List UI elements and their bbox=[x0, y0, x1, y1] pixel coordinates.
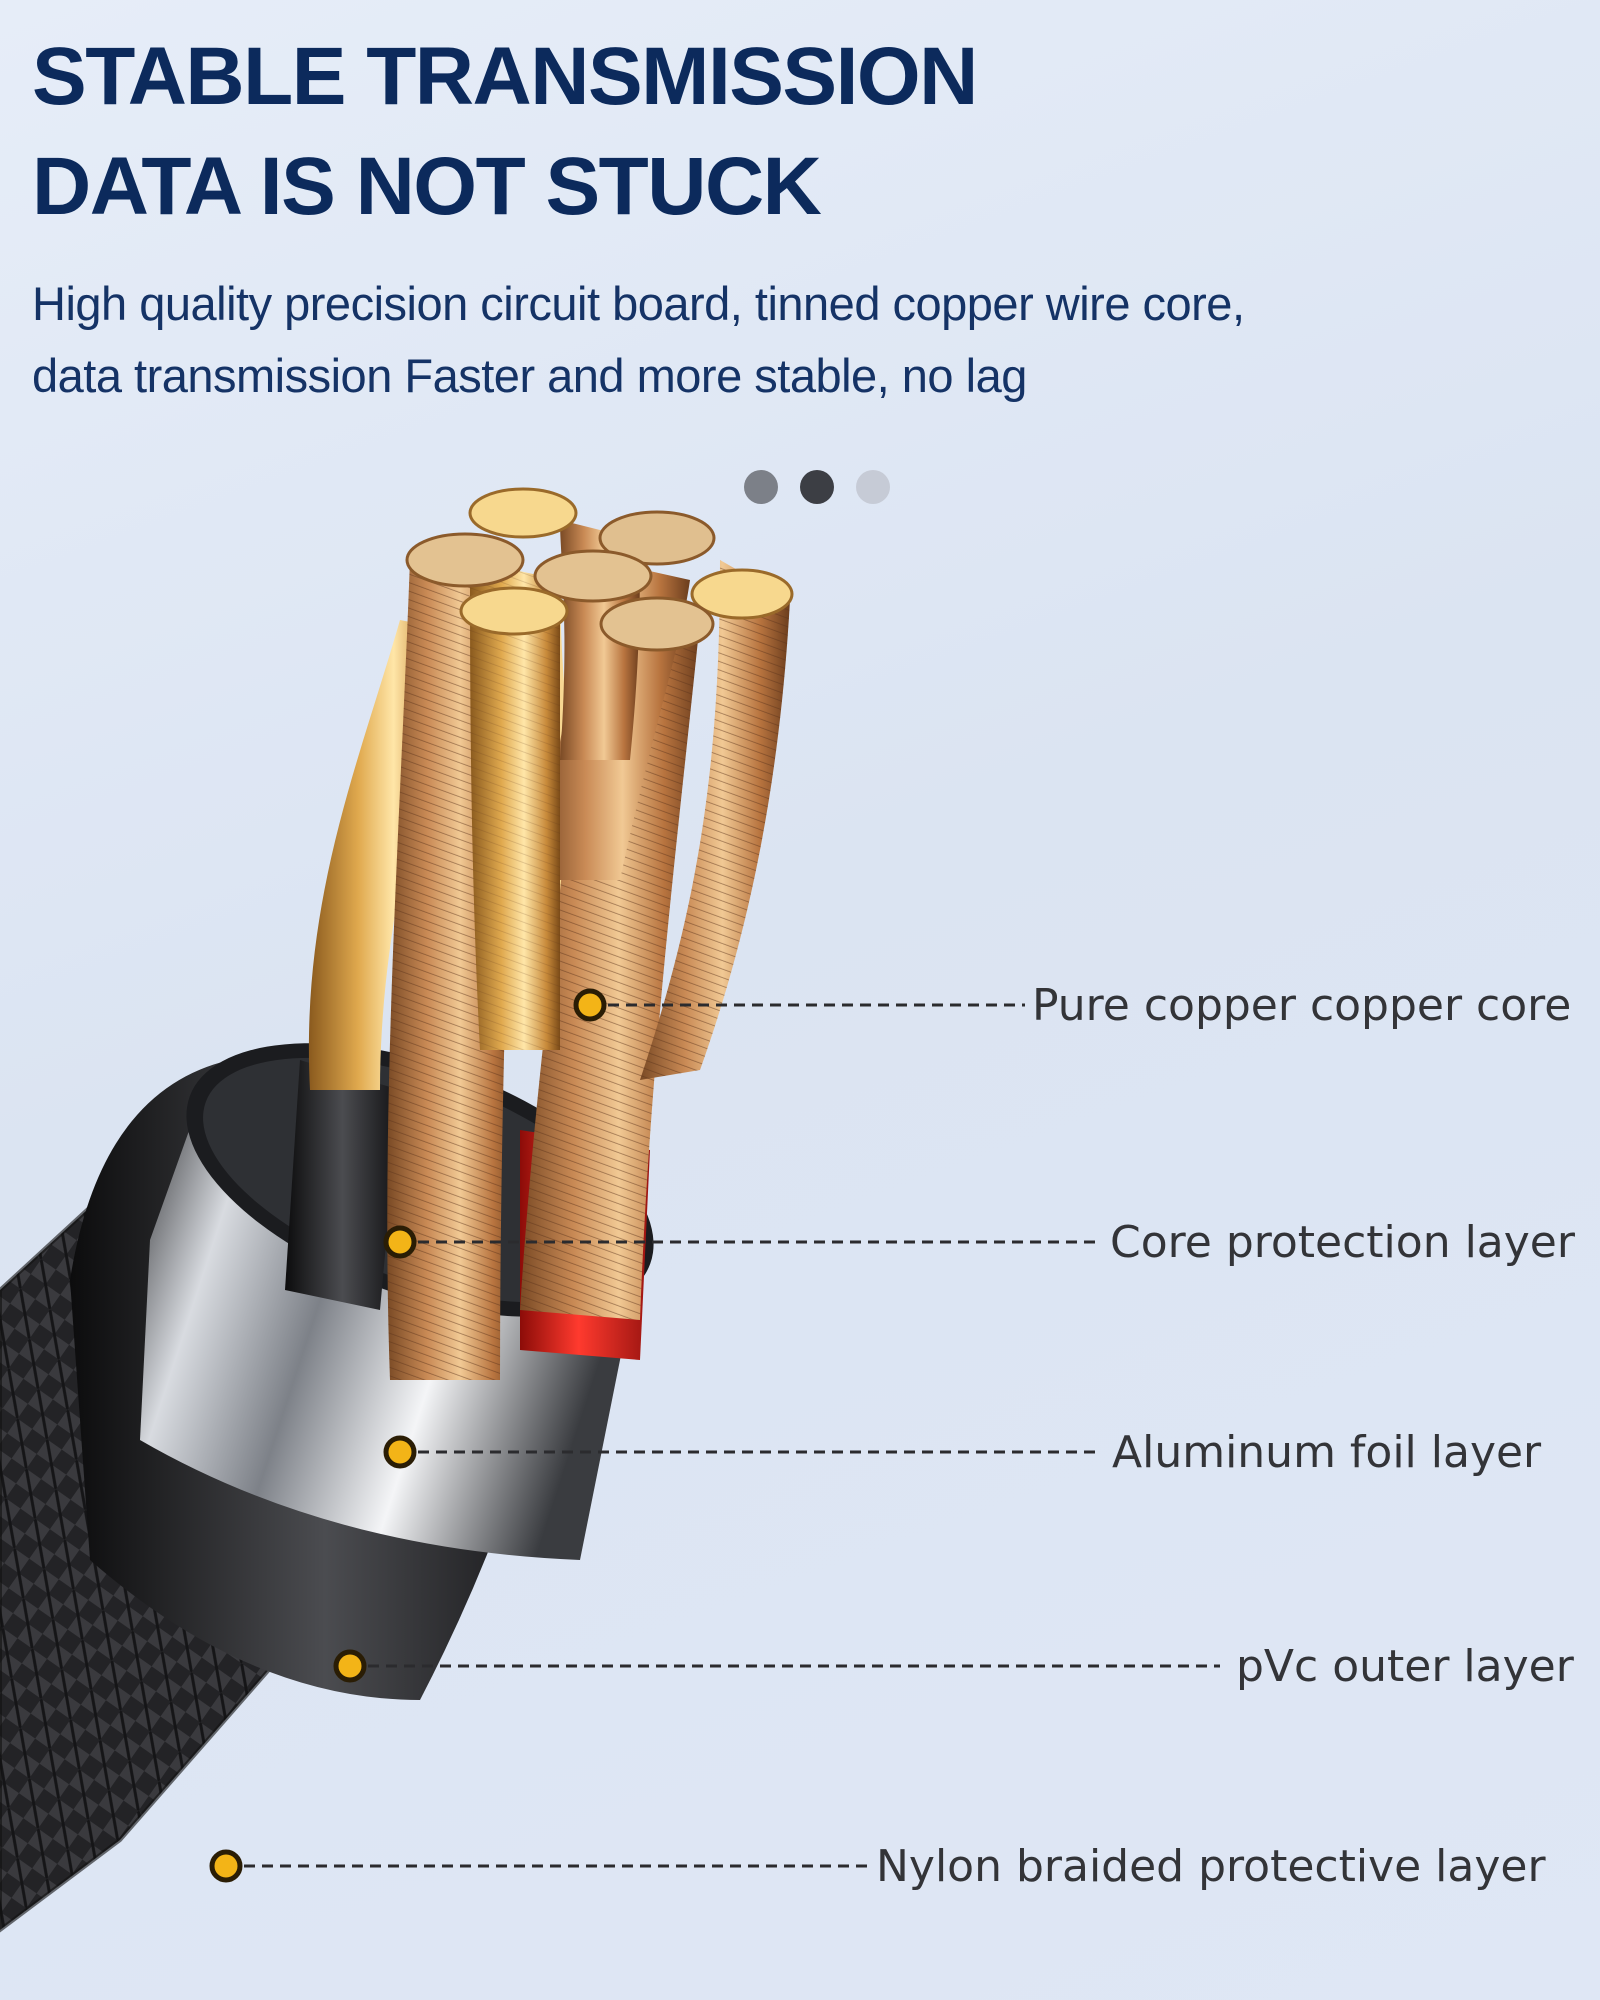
marker-aluminum-foil bbox=[383, 1435, 417, 1469]
marker-core-protection bbox=[383, 1225, 417, 1259]
headline: STABLE TRANSMISSION DATA IS NOT STUCK bbox=[32, 22, 978, 242]
callout-nylon-braided-layer: Nylon braided protective layer bbox=[876, 1841, 1546, 1892]
black-insulation-shape bbox=[285, 1060, 400, 1310]
headline-line-1: STABLE TRANSMISSION bbox=[32, 31, 978, 122]
callout-aluminum-foil-layer: Aluminum foil layer bbox=[1112, 1427, 1542, 1478]
strand-end-caps bbox=[405, 487, 794, 652]
copper-strands bbox=[308, 520, 790, 1380]
carousel-indicator bbox=[744, 470, 890, 504]
carousel-dot-1[interactable] bbox=[744, 470, 778, 504]
subtitle-line-2: data transmission Faster and more stable… bbox=[32, 349, 1027, 402]
marker-nylon-braid bbox=[209, 1849, 243, 1883]
headline-line-2: DATA IS NOT STUCK bbox=[32, 141, 822, 232]
carousel-dot-2[interactable] bbox=[800, 470, 834, 504]
subtitle-line-1: High quality precision circuit board, ti… bbox=[32, 277, 1245, 330]
callout-markers bbox=[209, 988, 607, 1883]
callout-pvc-outer-layer: pVc outer layer bbox=[1236, 1641, 1574, 1692]
callout-pure-copper-core: Pure copper copper core bbox=[1032, 980, 1572, 1031]
leader-lines bbox=[226, 1003, 1220, 1868]
callout-core-protection-layer: Core protection layer bbox=[1110, 1217, 1575, 1268]
marker-copper-core bbox=[573, 988, 607, 1022]
subtitle: High quality precision circuit board, ti… bbox=[32, 268, 1245, 412]
marker-pvc bbox=[333, 1649, 367, 1683]
carousel-dot-3[interactable] bbox=[856, 470, 890, 504]
